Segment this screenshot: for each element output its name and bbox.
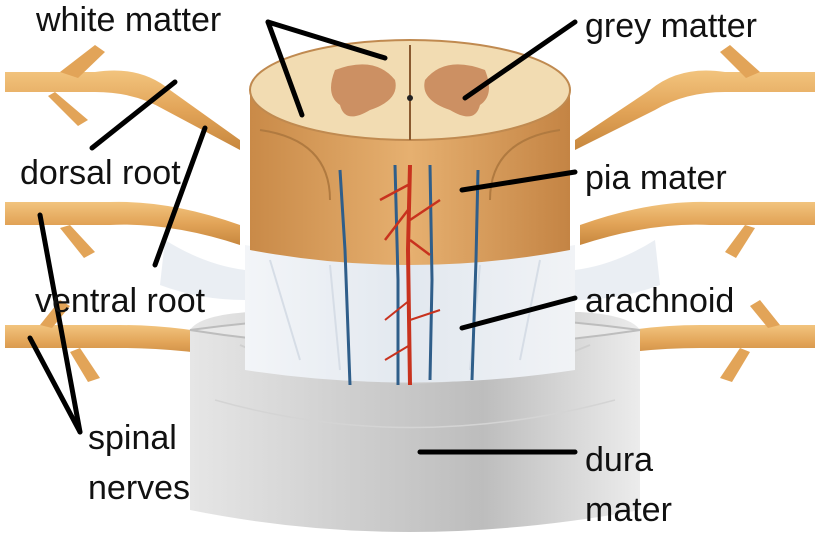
label-dura-mater-line2: mater bbox=[585, 492, 672, 528]
label-arachnoid: arachnoid bbox=[585, 283, 734, 319]
left-lower-branch bbox=[70, 348, 100, 382]
left-dorsal-branch-2 bbox=[48, 92, 88, 126]
label-dura-mater-line1: dura bbox=[585, 442, 653, 478]
label-white-matter: white matter bbox=[36, 2, 221, 38]
right-lower-branch-2 bbox=[750, 300, 780, 328]
right-middle-nerve bbox=[580, 202, 815, 245]
label-pia-mater: pia mater bbox=[585, 160, 727, 196]
right-lower-branch bbox=[720, 348, 750, 382]
right-dorsal-nerve bbox=[575, 70, 815, 150]
label-spinal-nerves-line2: nerves bbox=[88, 470, 190, 506]
label-spinal-nerves-line1: spinal bbox=[88, 420, 177, 456]
label-dorsal-root: dorsal root bbox=[20, 155, 181, 191]
central-canal bbox=[407, 95, 413, 101]
label-ventral-root: ventral root bbox=[35, 283, 205, 319]
left-middle-branch bbox=[60, 225, 95, 258]
leader-dorsal-root-b bbox=[155, 128, 205, 265]
artery-main bbox=[408, 165, 410, 385]
label-grey-matter: grey matter bbox=[585, 8, 757, 44]
left-dorsal-nerve bbox=[5, 70, 240, 150]
right-middle-branch bbox=[725, 225, 755, 258]
